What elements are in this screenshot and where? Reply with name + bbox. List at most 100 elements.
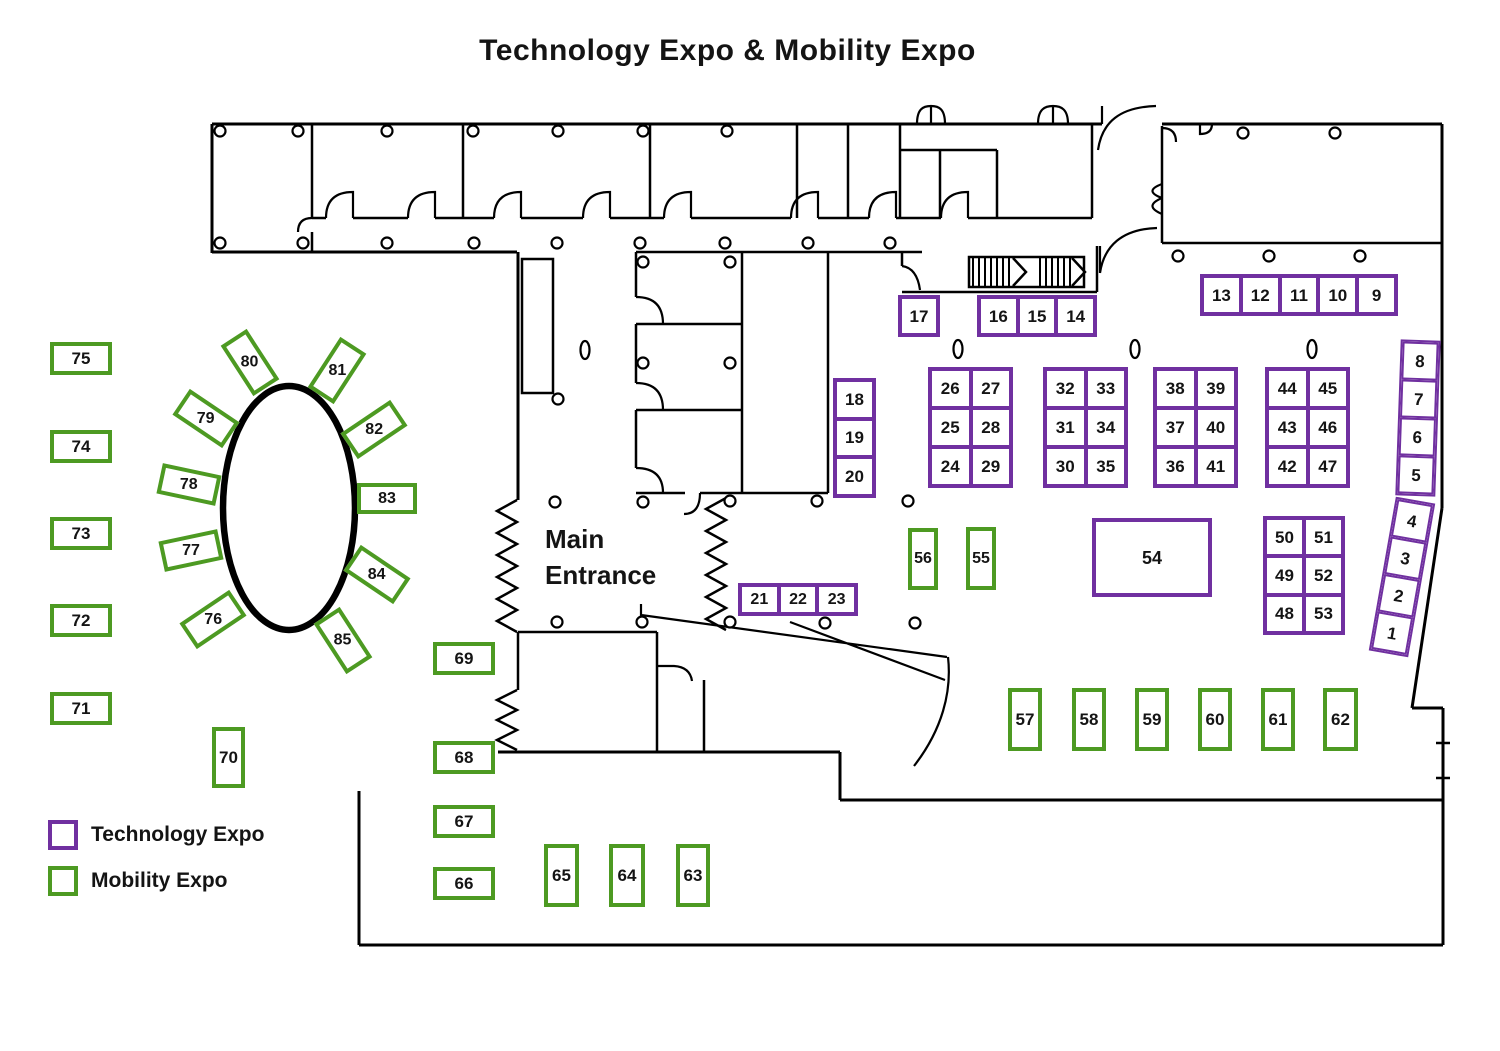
booth-4[interactable]: 4 [1390, 499, 1433, 543]
booth-14[interactable]: 14 [1056, 297, 1095, 335]
booth-23[interactable]: 23 [817, 585, 856, 614]
booth-grid-36-41: 38 39 37 40 36 41 [1153, 367, 1238, 488]
booth-12[interactable]: 12 [1240, 276, 1280, 314]
booth-65[interactable]: 65 [544, 844, 579, 907]
stairs-icon [967, 255, 1087, 289]
booth-1[interactable]: 1 [1371, 611, 1414, 655]
booth-63[interactable]: 63 [676, 844, 710, 907]
booth-62[interactable]: 62 [1323, 688, 1358, 751]
booth-19[interactable]: 19 [835, 418, 874, 458]
booth-51[interactable]: 51 [1304, 518, 1343, 557]
booth-66[interactable]: 66 [433, 867, 495, 900]
booth-45[interactable]: 45 [1307, 369, 1348, 408]
booth-34[interactable]: 34 [1085, 408, 1126, 447]
booth-28[interactable]: 28 [970, 408, 1011, 447]
booth-17[interactable]: 17 [898, 295, 940, 337]
booth-48[interactable]: 48 [1265, 594, 1304, 633]
booth-38[interactable]: 38 [1155, 369, 1196, 408]
booth-5[interactable]: 5 [1397, 455, 1435, 495]
roundabout-oval [219, 382, 359, 634]
booth-11[interactable]: 11 [1279, 276, 1319, 314]
booth-50[interactable]: 50 [1265, 518, 1304, 557]
door-swing-arcs [296, 104, 1214, 682]
booth-15[interactable]: 15 [1017, 297, 1057, 335]
booth-2[interactable]: 2 [1377, 573, 1420, 618]
mobility-expo-swatch-icon [48, 866, 78, 896]
booth-72[interactable]: 72 [50, 604, 112, 637]
booth-16[interactable]: 16 [979, 297, 1018, 335]
booth-56[interactable]: 56 [908, 528, 938, 590]
booth-84-label: 84 [368, 565, 386, 583]
booth-42[interactable]: 42 [1267, 447, 1308, 486]
booth-22[interactable]: 22 [778, 585, 818, 614]
booth-36[interactable]: 36 [1155, 447, 1196, 486]
booth-78-label: 78 [180, 475, 198, 493]
booth-7[interactable]: 7 [1400, 379, 1438, 419]
booth-grid-24-29: 26 27 25 28 24 29 [928, 367, 1013, 488]
booth-57[interactable]: 57 [1008, 688, 1042, 751]
booth-grid-48-53: 50 51 49 52 48 53 [1263, 516, 1345, 635]
booth-52[interactable]: 52 [1304, 556, 1343, 595]
legend-item-technology-expo: Technology Expo [48, 820, 264, 850]
booth-61[interactable]: 61 [1261, 688, 1295, 751]
booth-33[interactable]: 33 [1085, 369, 1126, 408]
booth-43[interactable]: 43 [1267, 408, 1308, 447]
booth-83[interactable]: 83 [357, 483, 417, 514]
booth-83-label: 83 [378, 489, 396, 507]
booth-54[interactable]: 54 [1092, 518, 1212, 597]
booth-71[interactable]: 71 [50, 692, 112, 725]
booth-27[interactable]: 27 [970, 369, 1011, 408]
booth-68[interactable]: 68 [433, 741, 495, 774]
booth-74[interactable]: 74 [50, 430, 112, 463]
booth-80-label: 80 [241, 353, 259, 371]
booth-29[interactable]: 29 [970, 447, 1011, 486]
booth-25[interactable]: 25 [930, 408, 971, 447]
booth-40[interactable]: 40 [1195, 408, 1236, 447]
booth-grid-30-35: 32 33 31 34 30 35 [1043, 367, 1128, 488]
inner-walls [310, 124, 1450, 780]
booth-58[interactable]: 58 [1072, 688, 1106, 751]
outer-walls [210, 122, 1445, 947]
booth-3[interactable]: 3 [1384, 536, 1427, 581]
technology-expo-swatch-icon [48, 820, 78, 850]
booth-13[interactable]: 13 [1202, 276, 1241, 314]
booth-21[interactable]: 21 [740, 585, 779, 614]
booth-73[interactable]: 73 [50, 517, 112, 550]
booth-41[interactable]: 41 [1195, 447, 1236, 486]
booth-53[interactable]: 53 [1304, 594, 1343, 633]
booth-39[interactable]: 39 [1195, 369, 1236, 408]
booth-60[interactable]: 60 [1198, 688, 1232, 751]
booth-31[interactable]: 31 [1045, 408, 1086, 447]
booth-8[interactable]: 8 [1401, 341, 1439, 381]
booth-47[interactable]: 47 [1307, 447, 1348, 486]
booth-49[interactable]: 49 [1265, 556, 1304, 595]
legend-label-technology: Technology Expo [91, 823, 265, 846]
booth-59[interactable]: 59 [1135, 688, 1169, 751]
booth-46[interactable]: 46 [1307, 408, 1348, 447]
booth-75[interactable]: 75 [50, 342, 112, 375]
booth-32[interactable]: 32 [1045, 369, 1086, 408]
booth-70[interactable]: 70 [212, 727, 245, 788]
booth-69[interactable]: 69 [433, 642, 495, 675]
booth-67[interactable]: 67 [433, 805, 495, 838]
booth-20[interactable]: 20 [835, 457, 874, 496]
booth-18[interactable]: 18 [835, 380, 874, 419]
booth-6[interactable]: 6 [1398, 417, 1436, 457]
booth-44[interactable]: 44 [1267, 369, 1308, 408]
booth-55[interactable]: 55 [966, 527, 996, 590]
booth-37[interactable]: 37 [1155, 408, 1196, 447]
legend-item-mobility-expo: Mobility Expo [48, 866, 228, 896]
booth-9[interactable]: 9 [1357, 276, 1396, 314]
booth-35[interactable]: 35 [1085, 447, 1126, 486]
booth-30[interactable]: 30 [1045, 447, 1086, 486]
booth-26[interactable]: 26 [930, 369, 971, 408]
booth-strip-5-8: 8 7 6 5 [1395, 339, 1441, 497]
accordion-door-icons [494, 496, 729, 752]
booth-24[interactable]: 24 [930, 447, 971, 486]
booth-10[interactable]: 10 [1318, 276, 1358, 314]
main-entrance-line1: Main [545, 524, 605, 554]
booth-77-label: 77 [182, 541, 200, 559]
booth-64[interactable]: 64 [609, 844, 645, 907]
column-circles [213, 124, 1367, 630]
